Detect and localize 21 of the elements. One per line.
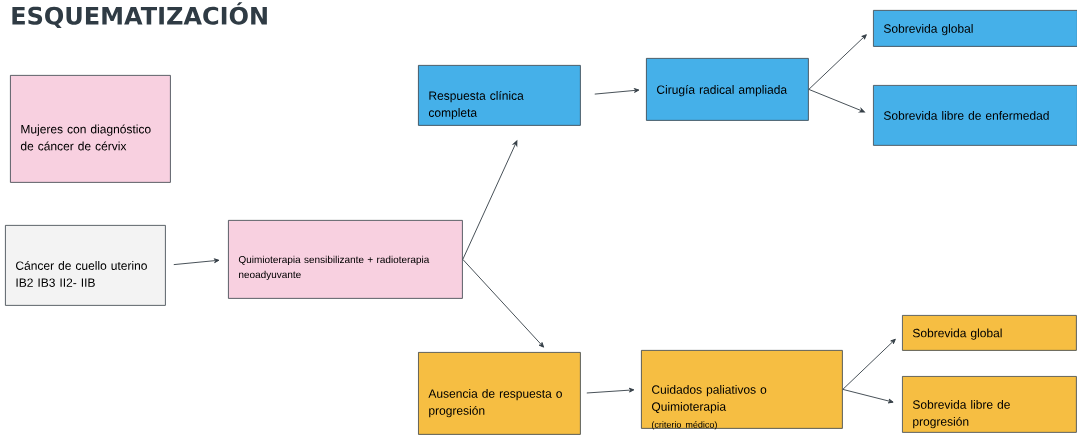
process-box: Quimioterapia sensibilizante + radioterapia neoadyuvante <box>228 220 463 299</box>
arrow <box>808 34 867 90</box>
process-box: Cuidados paliativos o Quimioterapia (criterio médico) <box>641 350 843 430</box>
outcome-box: Sobrevida libre de enfermedad <box>873 85 1077 146</box>
arrow <box>842 338 896 390</box>
arrow <box>586 387 635 394</box>
process-box: Mujeres con diagnóstico de cáncer de cérvix <box>10 75 171 183</box>
arrow <box>462 140 518 260</box>
arrow <box>173 258 220 266</box>
outcome-box: Sobrevida libre de progresión <box>902 376 1077 433</box>
process-box: Respuesta clínica completa <box>418 65 581 126</box>
outcome-box: Sobrevida global <box>902 315 1077 351</box>
outcome-box: Sobrevida global <box>873 10 1077 47</box>
title: ESQUEMATIZACIÓN <box>12 2 267 28</box>
arrow <box>842 388 894 404</box>
arrow <box>462 258 545 348</box>
process-box: Ausencia de respuesta o progresión <box>418 352 581 435</box>
arrow <box>808 88 865 113</box>
arrow <box>594 88 640 95</box>
process-box: Cirugía radical ampliada <box>646 58 809 121</box>
process-box: Cáncer de cuello uterino IB2 IB3 II2- IIB <box>5 225 166 306</box>
